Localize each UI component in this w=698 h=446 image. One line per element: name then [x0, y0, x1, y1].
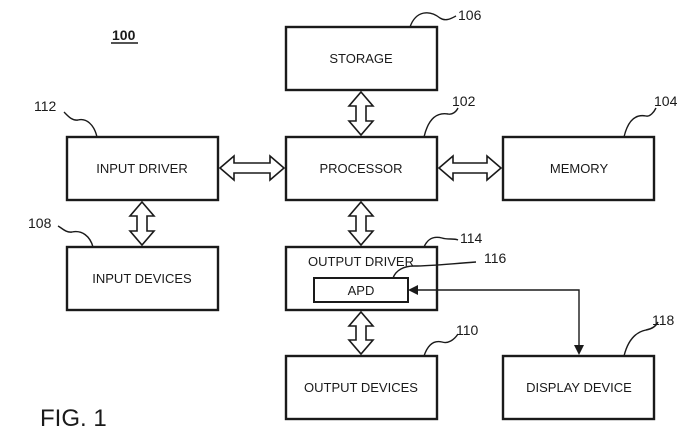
input-devices-block: INPUT DEVICES: [65, 245, 220, 312]
display-device-label: DISPLAY DEVICE: [526, 380, 632, 395]
input-devices-ref-number: 108: [28, 215, 52, 231]
memory-label: MEMORY: [550, 161, 609, 176]
apd-block: APD: [313, 277, 409, 303]
arrow-inputdriver-processor: [218, 154, 286, 182]
input-devices-label: INPUT DEVICES: [92, 271, 192, 286]
memory-ref-number: 104: [654, 93, 678, 109]
apd-ref-leader: [392, 261, 477, 279]
processor-ref-leader: [423, 107, 459, 138]
arrow-outputdriver-outputdevices: [347, 310, 375, 356]
input-driver-ref-number: 112: [34, 98, 57, 114]
figure-label: FIG. 1: [40, 405, 107, 432]
apd-ref-number: 116: [484, 250, 507, 266]
output-devices-block: OUTPUT DEVICES: [284, 354, 439, 421]
output-devices-label: OUTPUT DEVICES: [304, 380, 418, 395]
output-devices-ref-leader: [423, 333, 459, 357]
output-driver-label: OUTPUT DRIVER: [308, 254, 414, 269]
connector-apd-display: [408, 285, 584, 355]
display-device-ref-number: 118: [652, 312, 675, 328]
storage-ref-number: 106: [458, 7, 482, 23]
arrow-inputdriver-inputdevices: [128, 200, 156, 247]
processor-label: PROCESSOR: [319, 161, 402, 176]
input-driver-label: INPUT DRIVER: [96, 161, 188, 176]
system-ref-number: 100: [112, 27, 136, 43]
input-driver-block: INPUT DRIVER: [65, 135, 220, 202]
apd-label: APD: [348, 283, 375, 298]
storage-block: STORAGE: [284, 25, 439, 92]
processor-ref-number: 102: [452, 93, 476, 109]
arrow-processor-outputdriver: [347, 200, 375, 247]
processor-block: PROCESSOR: [284, 135, 439, 202]
input-devices-ref-leader: [57, 225, 94, 248]
display-device-ref-leader: [623, 321, 659, 357]
output-driver-ref-leader: [423, 236, 459, 248]
output-devices-ref-number: 110: [456, 322, 479, 338]
memory-ref-leader: [623, 107, 657, 138]
memory-block: MEMORY: [501, 135, 656, 202]
input-driver-ref-leader: [63, 111, 98, 138]
output-driver-ref-number: 114: [460, 230, 483, 246]
arrow-processor-memory: [437, 154, 503, 182]
storage-label: STORAGE: [329, 51, 393, 66]
display-device-block: DISPLAY DEVICE: [501, 354, 656, 421]
storage-ref-leader: [409, 12, 457, 28]
arrow-storage-processor: [347, 90, 375, 137]
